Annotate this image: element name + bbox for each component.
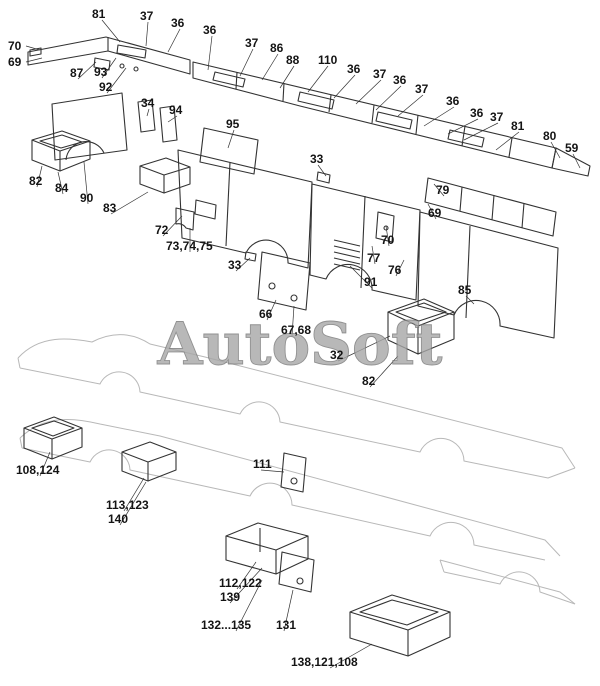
part-label-112-122: 112,122 xyxy=(219,576,262,590)
part-label-69-left: 69 xyxy=(8,55,22,69)
part-label-138-121-108: 138,121,108 xyxy=(291,655,358,669)
part-label-87: 87 xyxy=(70,66,84,80)
part-label-70-b: 70 xyxy=(381,233,395,247)
leader-lines xyxy=(25,19,581,669)
part-label-110: 110 xyxy=(318,53,338,67)
part-label-131: 131 xyxy=(276,618,297,632)
part-label-93: 93 xyxy=(94,65,108,79)
part-label-85: 85 xyxy=(458,283,472,297)
lower-parts-group xyxy=(23,416,451,657)
part-label-76: 76 xyxy=(388,263,402,277)
part-label-95: 95 xyxy=(226,117,240,131)
roof-panel-group xyxy=(27,36,591,237)
part-label-90: 90 xyxy=(80,191,94,205)
part-label-36-f: 36 xyxy=(470,106,484,120)
part-label-69-b: 69 xyxy=(428,206,442,220)
part-label-33-a: 33 xyxy=(310,152,324,166)
part-label-77: 77 xyxy=(367,251,381,265)
part-label-83: 83 xyxy=(103,201,117,215)
part-label-72: 72 xyxy=(155,223,169,237)
part-label-108-124: 108,124 xyxy=(16,463,60,477)
part-label-111: 111 xyxy=(253,457,272,471)
part-label-67-68: 67,68 xyxy=(281,323,312,337)
part-label-36-a: 36 xyxy=(171,16,185,30)
part-label-70-left: 70 xyxy=(8,39,22,53)
part-label-34: 34 xyxy=(141,96,155,110)
part-label-33-b: 33 xyxy=(228,258,242,272)
part-label-73-74-75: 73,74,75 xyxy=(166,239,213,253)
part-label-32: 32 xyxy=(330,348,344,362)
part-label-81-b: 81 xyxy=(511,119,525,133)
side-panel-group xyxy=(51,92,559,339)
part-label-132-135: 132...135 xyxy=(201,618,252,632)
part-label-84: 84 xyxy=(55,181,69,195)
part-label-86: 86 xyxy=(270,41,284,55)
part-label-113-123: 113,123 xyxy=(106,498,149,512)
part-label-36-c: 36 xyxy=(347,62,361,76)
part-label-36-b: 36 xyxy=(203,23,217,37)
part-label-36-e: 36 xyxy=(446,94,460,108)
part-label-91: 91 xyxy=(364,275,378,289)
part-label-37-c: 37 xyxy=(373,67,387,81)
part-label-59: 59 xyxy=(565,141,579,155)
watermark-text: AutoSoft xyxy=(157,310,443,378)
part-label-37-a: 37 xyxy=(140,9,154,23)
part-label-140: 140 xyxy=(108,512,129,526)
part-label-81-a: 81 xyxy=(92,7,106,21)
part-label-94: 94 xyxy=(169,103,183,117)
part-label-37-e: 37 xyxy=(490,110,504,124)
part-label-37-b: 37 xyxy=(245,36,259,50)
part-label-79: 79 xyxy=(436,183,450,197)
ghost-body-outline-group xyxy=(17,334,576,605)
part-label-92: 92 xyxy=(99,80,113,94)
part-label-82-a: 82 xyxy=(29,174,43,188)
box-parts-group xyxy=(31,130,455,355)
part-label-80: 80 xyxy=(543,129,557,143)
part-label-139: 139 xyxy=(220,590,241,604)
part-label-66: 66 xyxy=(259,307,273,321)
part-label-82-b: 82 xyxy=(362,374,376,388)
part-label-88: 88 xyxy=(286,53,300,67)
part-label-37-d: 37 xyxy=(415,82,429,96)
part-label-36-d: 36 xyxy=(393,73,407,87)
